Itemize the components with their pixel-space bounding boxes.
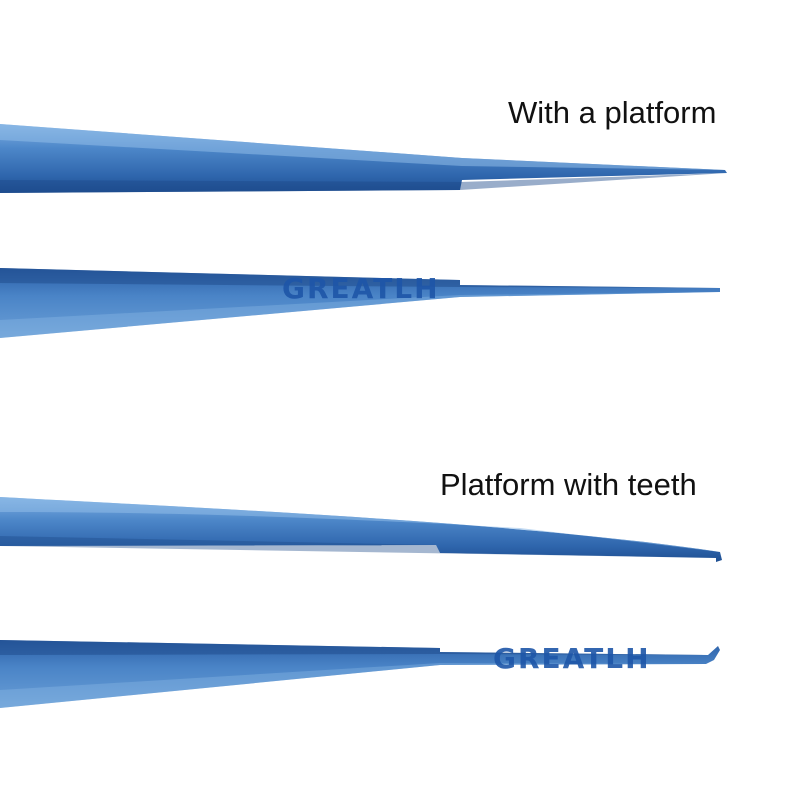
tweezer-blade-2 [0,268,720,338]
tweezer-blade-4 [0,640,720,708]
caption-with-platform: With a platform [508,95,717,130]
brand-watermark-logo: GREATLH [493,642,651,675]
tweezer-blade-3 [0,497,722,562]
brand-watermark-logo: GREATLH [282,272,440,305]
tweezer-blade-1 [0,124,727,193]
caption-platform-with-teeth: Platform with teeth [440,467,697,502]
